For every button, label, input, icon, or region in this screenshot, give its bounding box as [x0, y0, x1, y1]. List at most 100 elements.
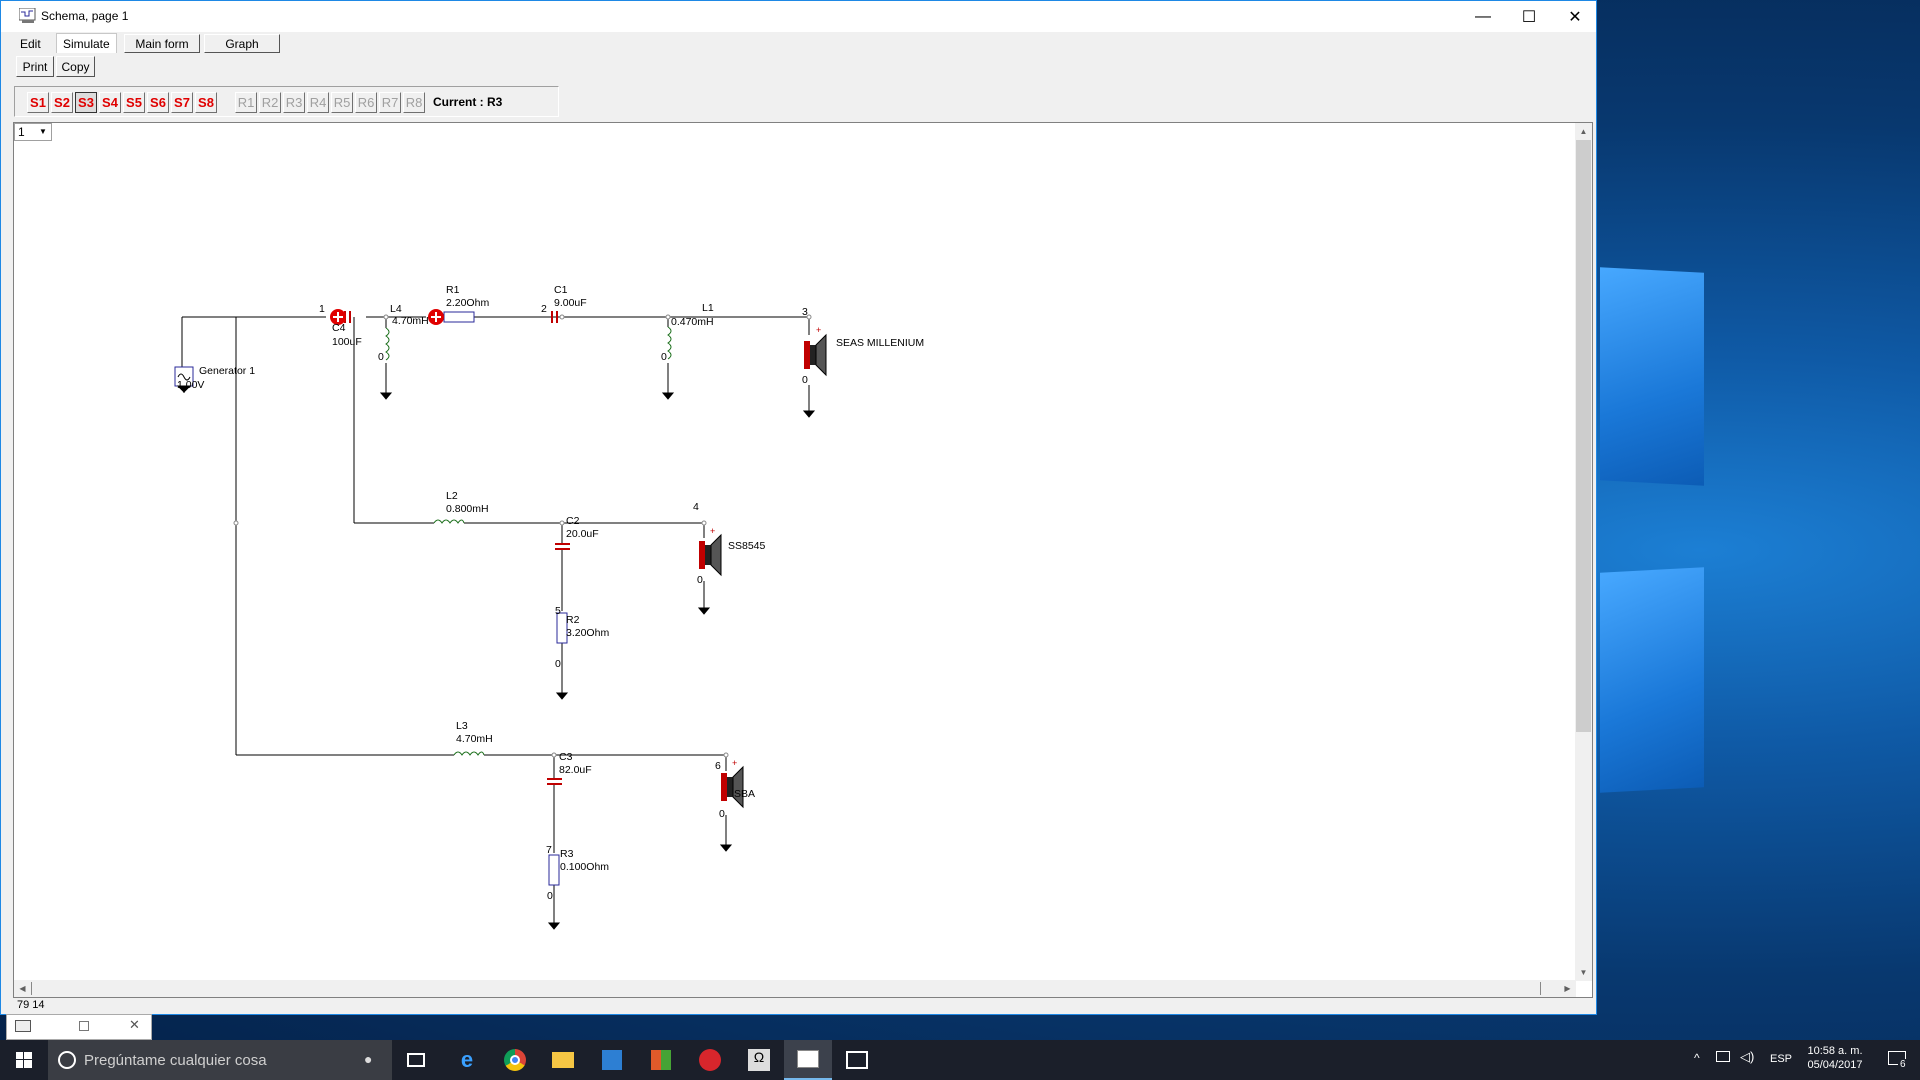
slot-button-s5[interactable]: S5: [123, 92, 145, 113]
speaker-sba[interactable]: +: [721, 758, 744, 809]
node-label-6: 6: [715, 760, 721, 772]
svg-text:+: +: [710, 526, 715, 536]
file-explorer-icon[interactable]: [539, 1040, 587, 1080]
speaker-label-sba: SBA: [734, 788, 755, 800]
edge-browser-icon[interactable]: e: [460, 1047, 474, 1072]
menu-edit[interactable]: Edit: [20, 37, 41, 51]
inductor-l4[interactable]: [385, 327, 390, 361]
capacitor-c2[interactable]: [555, 543, 570, 550]
character-map-icon[interactable]: Ω: [735, 1040, 783, 1080]
copy-button[interactable]: Copy: [56, 56, 95, 77]
tab-graph[interactable]: Graph: [204, 34, 280, 53]
task-view-icon[interactable]: [392, 1040, 440, 1080]
inductor-l3[interactable]: [453, 751, 485, 756]
photos-icon[interactable]: [833, 1040, 881, 1080]
status-bar: 79 14: [13, 998, 1593, 1014]
slot-button-r3[interactable]: R3: [283, 92, 305, 113]
schematic-app-taskbar-icon[interactable]: [784, 1040, 832, 1080]
title-bar[interactable]: Schema, page 1 — ☐ ✕: [1, 1, 1596, 32]
action-center-button[interactable]: 6: [1876, 1040, 1920, 1080]
close-button[interactable]: ✕: [1568, 8, 1582, 26]
maximize-button[interactable]: ☐: [1521, 8, 1537, 26]
minimized-app-icon: [15, 1020, 31, 1032]
slot-button-s2[interactable]: S2: [51, 92, 73, 113]
label-r2-name: R2: [566, 614, 580, 626]
speaker-ss8545[interactable]: +: [699, 526, 722, 577]
label-c2-value: 20.0uF: [566, 528, 599, 540]
minimized-window[interactable]: ✕: [6, 1014, 152, 1040]
taskbar: Pregúntame cualquier cosa ● e Ω ^ ◁) ESP…: [0, 1040, 1920, 1080]
slot-button-s8[interactable]: S8: [195, 92, 217, 113]
scroll-left-icon[interactable]: ◀: [19, 984, 26, 993]
tab-main-form[interactable]: Main form: [124, 34, 200, 53]
chevron-up-icon[interactable]: ^: [1694, 1051, 1700, 1065]
ground-label: 0: [802, 374, 808, 386]
slot-button-s6[interactable]: S6: [147, 92, 169, 113]
microphone-icon[interactable]: ●: [364, 1051, 373, 1067]
chrome-icon[interactable]: [491, 1040, 539, 1080]
node-label-7: 7: [546, 844, 552, 856]
selection-marker-node1[interactable]: [330, 309, 346, 325]
slot-button-r1[interactable]: R1: [235, 92, 257, 113]
menu-simulate[interactable]: Simulate: [56, 33, 117, 53]
minimize-button[interactable]: —: [1475, 7, 1491, 25]
cortana-search-box[interactable]: Pregúntame cualquier cosa ●: [48, 1040, 392, 1080]
slot-button-s1[interactable]: S1: [27, 92, 49, 113]
page-select[interactable]: 1 ▼: [14, 123, 52, 141]
capacitor-c1[interactable]: [551, 311, 558, 323]
slot-button-r2[interactable]: R2: [259, 92, 281, 113]
scroll-up-icon[interactable]: ▲: [1579, 127, 1588, 136]
app-icon: [19, 8, 36, 23]
slot-button-r7[interactable]: R7: [379, 92, 401, 113]
resistor-r2[interactable]: [556, 612, 568, 644]
resistor-r1[interactable]: [443, 311, 475, 323]
schematic-canvas[interactable]: 1 ▼: [13, 122, 1593, 998]
windows-start-icon: [16, 1052, 32, 1068]
slot-button-r5[interactable]: R5: [331, 92, 353, 113]
windows-logo-pane: [1600, 567, 1704, 793]
slot-button-r4[interactable]: R4: [307, 92, 329, 113]
label-c4-name: C4: [332, 322, 346, 334]
start-button[interactable]: [0, 1040, 48, 1080]
system-tray-icons[interactable]: ^ ◁) ESP: [1690, 1040, 1798, 1080]
vertical-scroll-thumb[interactable]: [1576, 140, 1591, 732]
inductor-l2[interactable]: [433, 519, 465, 524]
network-icon[interactable]: [1716, 1051, 1730, 1062]
chevron-down-icon[interactable]: ▼: [39, 127, 47, 136]
slot-button-r6[interactable]: R6: [355, 92, 377, 113]
scroll-down-icon[interactable]: ▼: [1579, 968, 1588, 977]
svg-text:+: +: [732, 758, 737, 768]
cursor-coords: 79 14: [17, 999, 45, 1011]
resistor-r3[interactable]: [548, 854, 560, 886]
vertical-scrollbar[interactable]: ▲ ▼: [1575, 123, 1592, 981]
notification-count: 6: [1898, 1059, 1908, 1070]
language-indicator[interactable]: ESP: [1770, 1053, 1793, 1065]
slot-button-s7[interactable]: S7: [171, 92, 193, 113]
print-button[interactable]: Print: [16, 56, 54, 77]
schema-window: Schema, page 1 — ☐ ✕ Edit Simulate Main …: [0, 0, 1597, 1015]
capacitor-c3[interactable]: [547, 778, 562, 785]
slot-button-s3[interactable]: S3: [75, 92, 97, 113]
volume-icon[interactable]: ◁): [1740, 1049, 1755, 1064]
label-l1-value: 0.470mH: [671, 316, 714, 328]
ground-label: 0: [719, 808, 725, 820]
inductor-l1[interactable]: [667, 326, 672, 360]
horizontal-scrollbar[interactable]: ◀ ▶: [14, 980, 1576, 997]
clock[interactable]: 10:58 a. m. 05/04/2017: [1800, 1040, 1870, 1080]
store-shield-icon[interactable]: [588, 1040, 636, 1080]
node-label-4: 4: [693, 501, 699, 513]
clock-time: 10:58 a. m.: [1807, 1045, 1863, 1057]
close-icon[interactable]: ✕: [129, 1017, 140, 1032]
speaker-seas-millenium[interactable]: +: [804, 325, 827, 377]
restore-icon[interactable]: [79, 1021, 89, 1031]
speaker-label-seas: SEAS MILLENIUM: [836, 337, 924, 349]
horizontal-scroll-thumb[interactable]: [31, 982, 1541, 995]
page-select-value: 1: [18, 125, 25, 139]
slot-button-r8[interactable]: R8: [403, 92, 425, 113]
slot-button-s4[interactable]: S4: [99, 92, 121, 113]
ccleaner-icon[interactable]: [686, 1040, 734, 1080]
label-l1-name: L1: [702, 302, 714, 314]
office-app-icon[interactable]: [637, 1040, 685, 1080]
selection-marker-r1[interactable]: [428, 309, 444, 325]
scroll-right-icon[interactable]: ▶: [1564, 984, 1571, 993]
